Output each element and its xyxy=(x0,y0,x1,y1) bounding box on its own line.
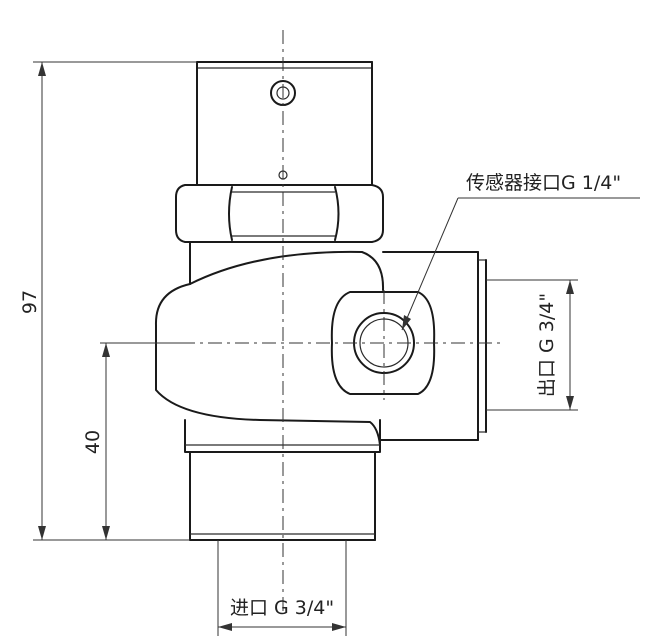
dimension-97-label: 97 xyxy=(19,290,41,314)
hex-nut xyxy=(175,184,384,243)
sensor-port-leader: 传感器接口G 1/4" xyxy=(401,172,640,331)
dimension-97: 97 xyxy=(19,61,197,541)
top-cap xyxy=(196,61,373,186)
outlet-dimension: 出口 G 3/4" xyxy=(486,279,578,411)
center-lines xyxy=(100,30,500,615)
dimension-40-label: 40 xyxy=(82,430,104,454)
outlet-port-label: 出口 G 3/4" xyxy=(536,293,558,397)
sensor-port-label: 传感器接口G 1/4" xyxy=(466,172,621,194)
inlet-connector xyxy=(184,419,381,541)
inlet-port-label: 进口 G 3/4" xyxy=(230,597,334,619)
dimension-40: 40 xyxy=(82,342,190,540)
inlet-dimension: 进口 G 3/4" xyxy=(217,540,347,636)
valve-body xyxy=(154,241,487,446)
